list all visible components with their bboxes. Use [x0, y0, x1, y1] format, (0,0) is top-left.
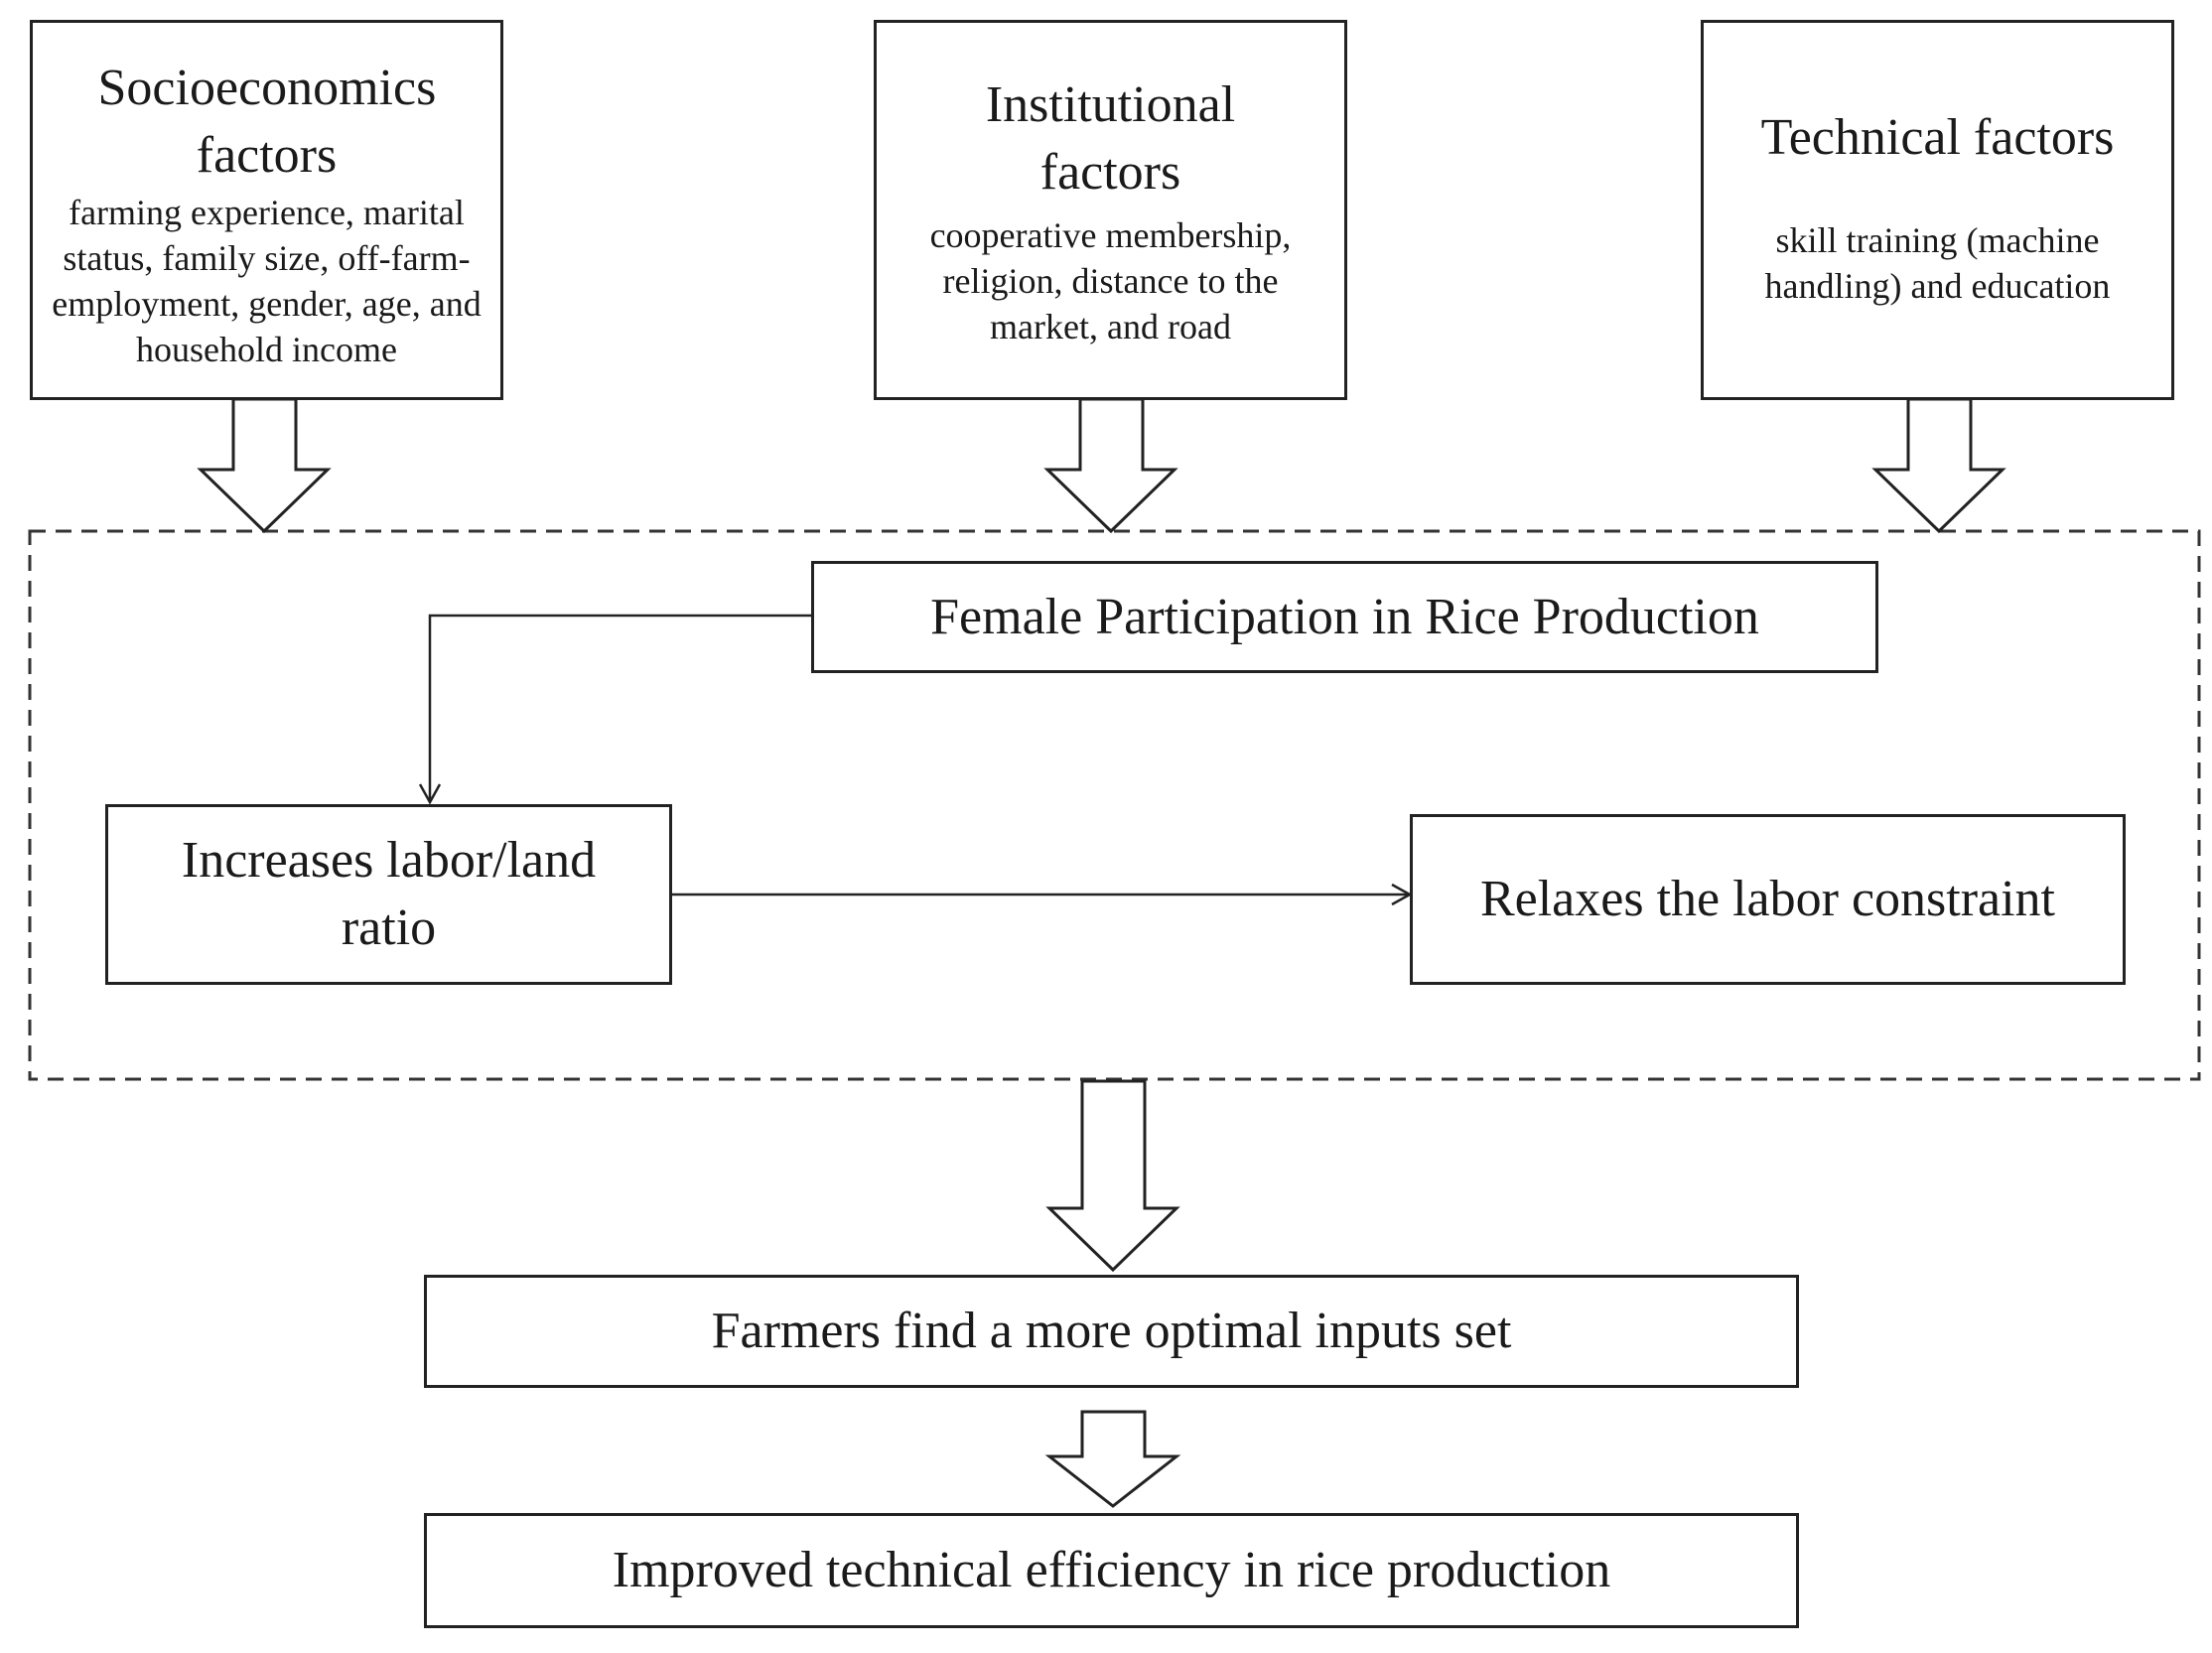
- labor-constraint-box: Relaxes the labor constraint: [1410, 814, 2126, 985]
- technical-efficiency-box: Improved technical efficiency in rice pr…: [424, 1513, 1799, 1628]
- socioeconomic-factors-title: Socioeconomics factors: [97, 60, 437, 184]
- optimal-inputs-box: Farmers find a more optimal inputs set: [424, 1275, 1799, 1388]
- hollow-arrow-to-efficiency: [1044, 1410, 1181, 1508]
- connector-female-to-ratio: [428, 614, 811, 800]
- socioeconomic-factors-detail: farming experience, marital status, fami…: [52, 193, 482, 369]
- hollow-arrow-to-optimal-inputs: [1045, 1079, 1180, 1273]
- institutional-factors-title: Institutional factors: [985, 75, 1236, 201]
- technical-factors-detail: skill training (machine handling) and ed…: [1764, 220, 2111, 306]
- hollow-arrow-socio: [197, 397, 332, 534]
- hollow-arrow-technical: [1871, 397, 2006, 534]
- socioeconomic-factors-box: Socioeconomics factors farming experienc…: [30, 20, 503, 400]
- institutional-factors-box: Institutional factors cooperative member…: [874, 20, 1347, 400]
- institutional-factors-detail: cooperative membership, religion, distan…: [929, 214, 1292, 346]
- technical-factors-box: Technical factors skill training (machin…: [1701, 20, 2174, 400]
- hollow-arrow-institutional: [1043, 397, 1178, 534]
- technical-factors-title: Technical factors: [1760, 109, 2115, 166]
- mechanism-group-frame: [28, 529, 2201, 1081]
- arrowhead-female-to-ratio: [418, 783, 442, 805]
- female-participation-box: Female Participation in Rice Production: [811, 561, 1878, 673]
- labor-land-ratio-box: Increases labor/land ratio: [105, 804, 672, 985]
